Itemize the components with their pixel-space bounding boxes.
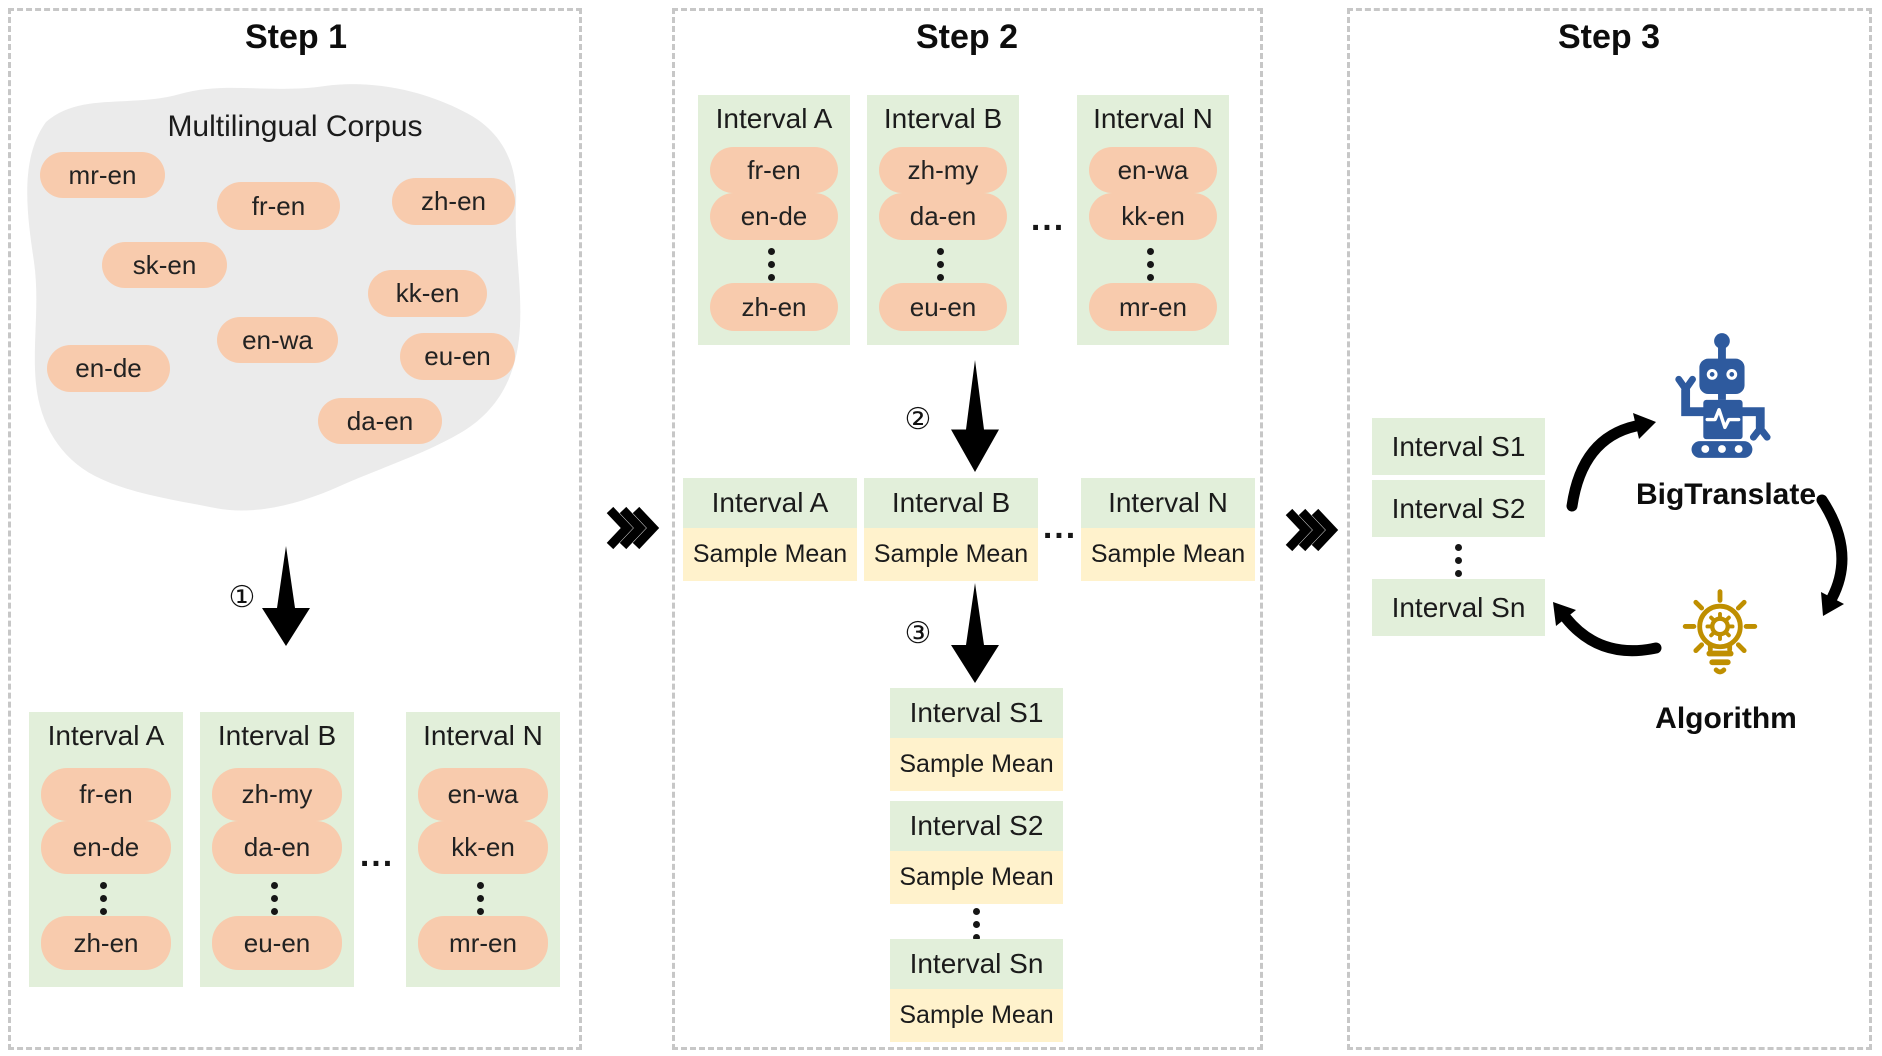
interval-column-n: Interval N en-wa kk-en mr-en [406,712,560,987]
down-arrow-icon [951,360,999,472]
interval-column-title: Interval B [217,720,337,751]
sorted-interval-card: Interval S1 [1372,418,1545,475]
vertical-ellipsis-icon [768,248,775,281]
interval-card-title: Interval N [1081,478,1255,528]
interval-column-title: Interval B [883,103,1003,134]
interval-column-title: Interval A [47,720,165,751]
robot-icon [1675,333,1771,458]
language-pair-pill: eu-en [879,283,1007,331]
language-pair-pill: mr-en [418,916,548,970]
interval-card-title: Interval S2 [890,801,1063,851]
interval-column-title: Interval A [715,103,833,134]
language-pair-pill: mr-en [40,152,165,198]
language-pair-pill: mr-en [1089,283,1217,331]
sorted-interval-card: Interval Sn Sample Mean [890,939,1063,1042]
language-pair-pill: fr-en [217,182,340,230]
sorted-interval-card: Interval S1 Sample Mean [890,688,1063,791]
down-arrow-icon [951,583,999,683]
vertical-ellipsis-icon [937,248,944,281]
language-pair-pill: kk-en [368,270,487,317]
interval-column-title: Interval N [1093,103,1213,134]
language-pair-pill: zh-en [41,916,171,970]
interval-card-title: Interval A [683,478,857,528]
language-pair-pill: fr-en [710,147,838,193]
step1-title: Step 1 [244,18,348,56]
interval-column-n: Interval N en-wa kk-en mr-en [1077,95,1229,345]
sample-mean-cell: Sample Mean [1081,528,1255,581]
vertical-ellipsis-icon [100,882,107,915]
language-pair-pill: da-en [212,821,342,874]
vertical-ellipsis-icon [973,908,980,941]
language-pair-pill: zh-en [392,178,515,225]
language-pair-pill: en-wa [418,768,548,821]
language-pair-pill: en-wa [217,317,338,363]
language-pair-pill: sk-en [102,242,227,288]
sample-mean-cell: Sample Mean [890,989,1063,1042]
interval-column-a: Interval A fr-en en-de zh-en [29,712,183,987]
interval-mean-card: Interval B Sample Mean [864,478,1038,581]
interval-card-title: Interval Sn [890,939,1063,989]
language-pair-pill: fr-en [41,768,171,821]
lightbulb-gear-icon [1682,589,1758,675]
sample-mean-cell: Sample Mean [890,738,1063,791]
sorted-interval-card: Interval S2 Sample Mean [890,801,1063,904]
ellipsis: ... [359,836,395,874]
interval-card-title: Interval S1 [890,688,1063,738]
sorted-interval-card: Interval Sn [1372,579,1545,636]
arrow-model-to-algorithm [1816,494,1848,604]
ellipsis: ... [1042,508,1078,546]
arrow-intervals-to-model [1566,420,1642,512]
triple-chevron-right-icon [1285,508,1339,552]
vertical-ellipsis-icon [1147,248,1154,281]
step-number-2-badge: ② [904,402,932,437]
language-pair-pill: en-wa [1089,147,1217,193]
interval-column-b: Interval B zh-my da-en eu-en [867,95,1019,345]
down-arrow-icon [262,546,310,646]
interval-column-b: Interval B zh-my da-en eu-en [200,712,354,987]
step-number-1-badge: ① [228,580,256,615]
language-pair-pill: zh-my [212,768,342,821]
language-pair-pill: kk-en [1089,193,1217,240]
vertical-ellipsis-icon [477,882,484,915]
language-pair-pill: eu-en [212,916,342,970]
sorted-interval-card: Interval S2 [1372,480,1545,537]
language-pair-pill: en-de [710,193,838,240]
language-pair-pill: kk-en [418,821,548,874]
language-pair-pill: da-en [879,193,1007,240]
cycle-arrows [1553,413,1848,657]
vertical-ellipsis-icon [1455,544,1462,577]
step3-title: Step 3 [1557,18,1661,56]
language-pair-pill: zh-my [879,147,1007,193]
sample-mean-cell: Sample Mean [890,851,1063,904]
vertical-ellipsis-icon [271,882,278,915]
interval-column-a: Interval A fr-en en-de zh-en [698,95,850,345]
language-pair-pill: zh-en [710,283,838,331]
algorithm-label: Algorithm [1655,702,1797,735]
language-pair-pill: da-en [318,398,442,444]
bigtranslate-label: BigTranslate [1635,478,1817,511]
sample-mean-cell: Sample Mean [864,528,1038,581]
ellipsis: ... [1030,200,1066,238]
interval-column-title: Interval N [423,720,543,751]
interval-mean-card: Interval N Sample Mean [1081,478,1255,581]
corpus-title: Multilingual Corpus [167,110,423,143]
arrow-algorithm-to-intervals [1560,612,1662,657]
triple-chevron-right-icon [606,506,660,550]
interval-mean-card: Interval A Sample Mean [683,478,857,581]
language-pair-pill: eu-en [400,333,515,380]
interval-card-title: Interval B [864,478,1038,528]
step-number-3-badge: ③ [904,616,932,651]
language-pair-pill: en-de [41,821,171,874]
step2-title: Step 2 [915,18,1019,56]
language-pair-pill: en-de [47,345,170,392]
sample-mean-cell: Sample Mean [683,528,857,581]
